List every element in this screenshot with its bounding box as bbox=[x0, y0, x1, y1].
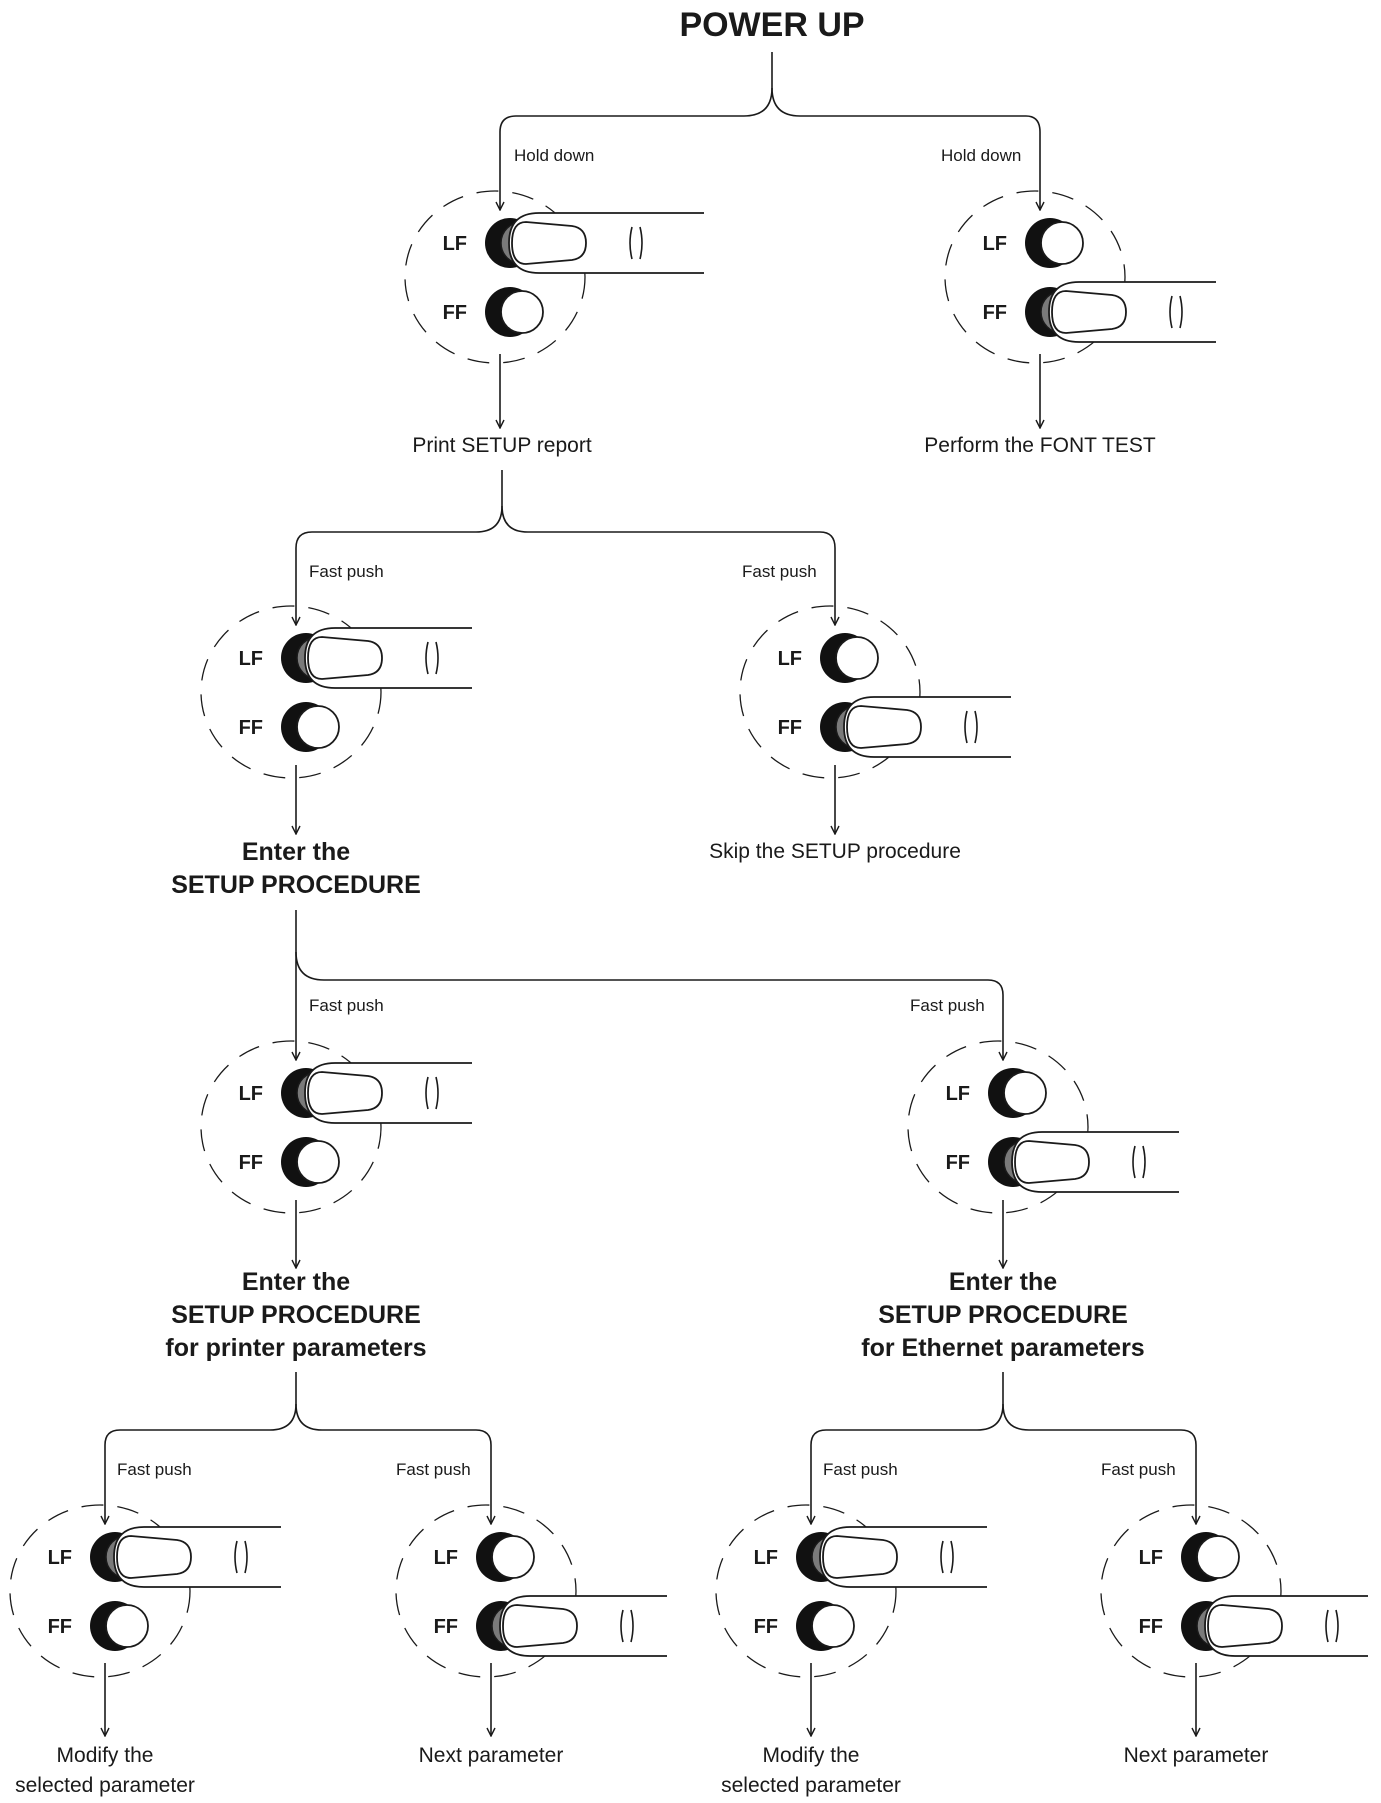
heading-setup-procedure: SETUP PROCEDURE bbox=[878, 1301, 1128, 1329]
result-skip-setup: Skip the SETUP procedure bbox=[709, 840, 961, 863]
action-label-fast-push: Fast push bbox=[910, 996, 985, 1015]
lf-button-label: LF bbox=[946, 1083, 970, 1105]
heading-enter-the: Enter the bbox=[242, 1268, 350, 1296]
result-modify-parameter: selected parameter bbox=[15, 1774, 195, 1797]
lf-button-label: LF bbox=[443, 233, 467, 255]
panel-setup-push-ff: LF FF bbox=[907, 1040, 1179, 1214]
result-modify-parameter: Modify the bbox=[763, 1744, 860, 1767]
result-next-parameter: Next parameter bbox=[1124, 1744, 1269, 1767]
ff-button[interactable] bbox=[796, 1601, 855, 1651]
lf-button[interactable] bbox=[485, 212, 704, 274]
panel-outline bbox=[395, 1504, 577, 1678]
ff-button[interactable] bbox=[485, 287, 544, 337]
ff-button-label: FF bbox=[443, 302, 467, 324]
ff-button[interactable] bbox=[281, 1137, 340, 1187]
lf-button-label: LF bbox=[239, 1083, 263, 1105]
lf-button-label: LF bbox=[778, 648, 802, 670]
panel-outline bbox=[907, 1040, 1089, 1214]
lf-button[interactable] bbox=[476, 1532, 535, 1582]
panel-outline bbox=[404, 190, 586, 364]
ff-button-label: FF bbox=[239, 1152, 263, 1174]
lf-button-label: LF bbox=[48, 1547, 72, 1569]
lf-button-label: LF bbox=[239, 648, 263, 670]
ff-button[interactable] bbox=[820, 696, 1011, 758]
ff-button[interactable] bbox=[988, 1131, 1179, 1193]
lf-button[interactable] bbox=[1025, 218, 1084, 268]
ff-button[interactable] bbox=[476, 1595, 667, 1657]
panel-printer-push-lf: LF FF bbox=[9, 1504, 281, 1678]
action-label-fast-push: Fast push bbox=[1101, 1460, 1176, 1479]
result-next-parameter: Next parameter bbox=[419, 1744, 564, 1767]
result-perform-font-test: Perform the FONT TEST bbox=[924, 434, 1156, 457]
ff-button[interactable] bbox=[281, 702, 340, 752]
action-label-hold-down: Hold down bbox=[514, 146, 594, 165]
panel-outline bbox=[715, 1504, 897, 1678]
result-modify-parameter: Modify the bbox=[57, 1744, 154, 1767]
lf-button-label: LF bbox=[754, 1547, 778, 1569]
action-label-fast-push: Fast push bbox=[117, 1460, 192, 1479]
panel-outline bbox=[739, 605, 921, 779]
heading-enter-the: Enter the bbox=[242, 838, 350, 866]
result-print-setup-report: Print SETUP report bbox=[412, 434, 592, 457]
heading-enter-the: Enter the bbox=[949, 1268, 1057, 1296]
ff-button[interactable] bbox=[1025, 281, 1216, 343]
ff-button-label: FF bbox=[239, 717, 263, 739]
lf-button[interactable] bbox=[90, 1526, 281, 1588]
ff-button-label: FF bbox=[48, 1616, 72, 1638]
panel-ethernet-push-ff: LF FF bbox=[1100, 1504, 1368, 1678]
panel-setup-push-lf: LF FF bbox=[200, 1040, 472, 1214]
ff-button-label: FF bbox=[1139, 1616, 1163, 1638]
panel-ethernet-push-lf: LF FF bbox=[715, 1504, 987, 1678]
lf-button[interactable] bbox=[281, 627, 472, 689]
ff-button-label: FF bbox=[434, 1616, 458, 1638]
panel-outline bbox=[200, 605, 382, 779]
connector-lines bbox=[105, 52, 1196, 1736]
ff-button-label: FF bbox=[983, 302, 1007, 324]
lf-button-label: LF bbox=[983, 233, 1007, 255]
lf-button[interactable] bbox=[796, 1526, 987, 1588]
ff-button[interactable] bbox=[1181, 1595, 1368, 1657]
action-label-fast-push: Fast push bbox=[396, 1460, 471, 1479]
ff-button[interactable] bbox=[90, 1601, 149, 1651]
lf-button-label: LF bbox=[1139, 1547, 1163, 1569]
panel-report-push-lf: LF FF bbox=[200, 605, 472, 779]
diagram-title: POWER UP bbox=[679, 6, 864, 44]
panel-power-up-hold-ff: LF FF bbox=[944, 190, 1216, 364]
lf-button[interactable] bbox=[281, 1062, 472, 1124]
panel-report-push-ff: LF FF bbox=[739, 605, 1011, 779]
result-modify-parameter: selected parameter bbox=[721, 1774, 901, 1797]
panel-outline bbox=[9, 1504, 191, 1678]
action-label-fast-push: Fast push bbox=[309, 562, 384, 581]
action-label-fast-push: Fast push bbox=[742, 562, 817, 581]
heading-setup-procedure: SETUP PROCEDURE bbox=[171, 871, 421, 899]
panel-printer-push-ff: LF FF bbox=[395, 1504, 667, 1678]
ff-button-label: FF bbox=[754, 1616, 778, 1638]
action-label-fast-push: Fast push bbox=[823, 1460, 898, 1479]
panel-outline bbox=[1100, 1504, 1282, 1678]
panel-power-up-hold-lf: LF FF bbox=[404, 190, 704, 364]
heading-for-ethernet-parameters: for Ethernet parameters bbox=[861, 1334, 1144, 1362]
action-label-fast-push: Fast push bbox=[309, 996, 384, 1015]
lf-button-label: LF bbox=[434, 1547, 458, 1569]
heading-for-printer-parameters: for printer parameters bbox=[165, 1334, 426, 1362]
action-label-hold-down: Hold down bbox=[941, 146, 1021, 165]
panel-outline bbox=[200, 1040, 382, 1214]
ff-button-label: FF bbox=[946, 1152, 970, 1174]
lf-button[interactable] bbox=[988, 1068, 1047, 1118]
heading-setup-procedure: SETUP PROCEDURE bbox=[171, 1301, 421, 1329]
panel-outline bbox=[944, 190, 1126, 364]
ff-button-label: FF bbox=[778, 717, 802, 739]
lf-button[interactable] bbox=[1181, 1532, 1240, 1582]
lf-button[interactable] bbox=[820, 633, 879, 683]
